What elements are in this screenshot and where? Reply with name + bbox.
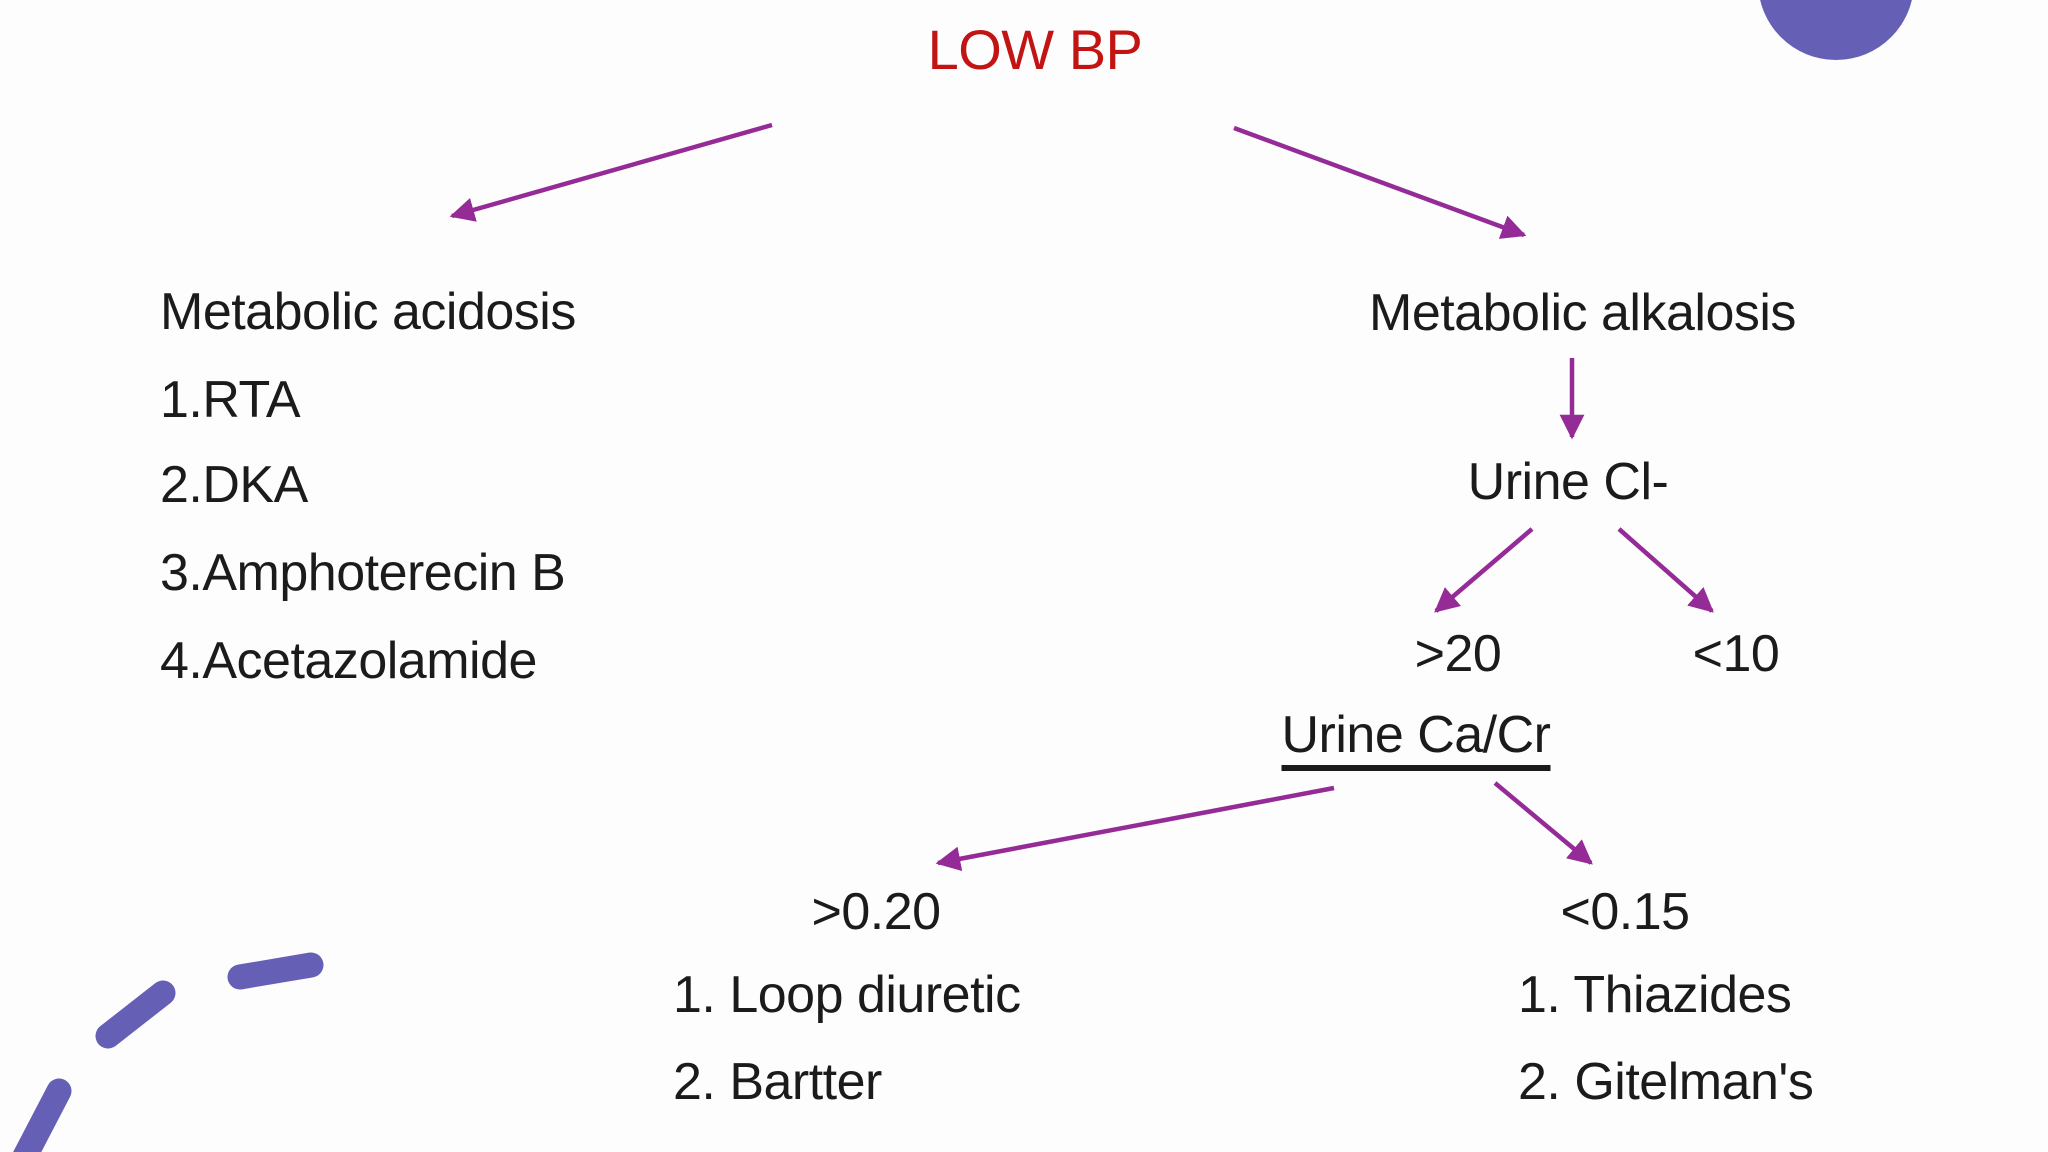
dashed-arc-segment-2	[95, 980, 176, 1049]
arrow-lowbp-to-alkalosis	[1233, 125, 1527, 239]
urine-cl-high-value: >20	[1414, 625, 1502, 683]
cacr-high-cause-2: 2. Bartter	[673, 1053, 882, 1111]
slide-title: LOW BP	[927, 18, 1143, 81]
corner-circle-decoration	[1760, 0, 1912, 60]
dashed-arc-segment-3	[13, 1078, 72, 1152]
arrow-lowbp-to-acidosis	[449, 122, 773, 222]
acidosis-cause-2: 2.DKA	[160, 456, 308, 514]
acidosis-cause-4: 4.Acetazolamide	[160, 632, 537, 690]
cacr-high-cause-1: 1. Loop diuretic	[673, 966, 1021, 1024]
acidosis-cause-3: 3.Amphoterecin B	[160, 544, 566, 602]
arrow-cacr-to-high	[935, 785, 1335, 872]
urine-cl-low-value: <10	[1692, 625, 1780, 683]
cacr-low-cause-1: 1. Thiazides	[1518, 966, 1792, 1024]
arrow-urine-cl-to-high	[1434, 527, 1534, 613]
urine-cl-node: Urine Cl-	[1467, 453, 1669, 511]
dashed-arc-segment-1	[227, 952, 324, 990]
acidosis-heading: Metabolic acidosis	[160, 283, 576, 341]
alkalosis-heading: Metabolic alkalosis	[1369, 284, 1796, 342]
arrow-cacr-to-low	[1493, 781, 1593, 865]
cacr-low-value: <0.15	[1560, 883, 1690, 941]
cacr-high-value: >0.20	[811, 883, 941, 941]
urine-cacr-node: Urine Ca/Cr	[1281, 709, 1551, 771]
cacr-low-cause-2: 2. Gitelman's	[1518, 1053, 1814, 1111]
arrow-urine-cl-to-low	[1617, 527, 1714, 613]
acidosis-cause-1: 1.RTA	[160, 371, 301, 429]
